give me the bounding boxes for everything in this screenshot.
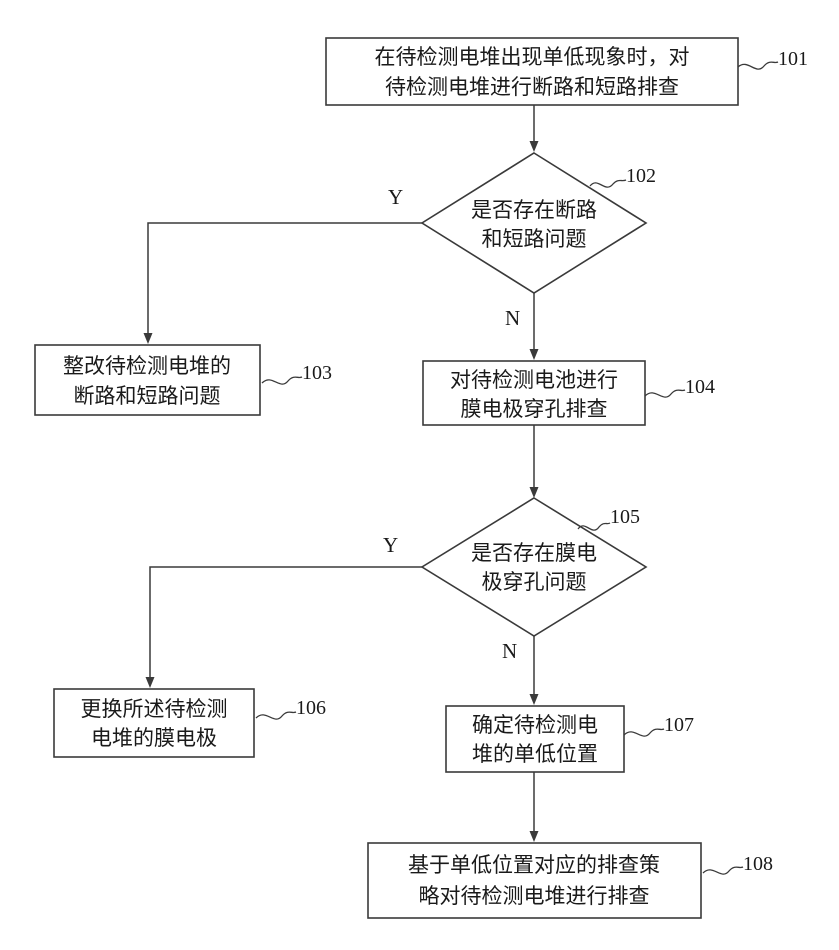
arrowhead-102 bbox=[530, 141, 539, 152]
box-107-line-2: 堆的单低位置 bbox=[472, 742, 598, 766]
leader-104 bbox=[645, 390, 685, 397]
label-102-yes: Y bbox=[388, 185, 403, 209]
box-106-line-2: 电堆的膜电极 bbox=[91, 726, 217, 750]
ref-101: 101 bbox=[778, 48, 808, 70]
decision-diamond-102 bbox=[422, 153, 646, 293]
box-104-line-1: 对待检测电池进行 bbox=[450, 368, 618, 392]
label-105-no: N bbox=[502, 639, 517, 663]
label-105-yes: Y bbox=[383, 533, 398, 557]
box-104-line-2: 膜电极穿孔排查 bbox=[461, 397, 608, 421]
leader-102 bbox=[590, 180, 626, 187]
diamond-105-line-2: 极穿孔问题 bbox=[482, 570, 587, 594]
node-labels: 在待检测电堆出现单低现象时，对 待检测电堆进行断路和短路排查 是否存在断路 和短… bbox=[63, 45, 690, 908]
ref-105: 105 bbox=[610, 506, 640, 528]
box-107-line-1: 确定待检测电 bbox=[472, 713, 598, 737]
leader-107 bbox=[624, 729, 664, 736]
arrowhead-105 bbox=[530, 487, 539, 498]
arrowhead-104 bbox=[530, 349, 539, 360]
edge-105-to-106 bbox=[150, 567, 422, 678]
box-101-line-2: 待检测电堆进行断路和短路排查 bbox=[385, 75, 679, 99]
ref-102: 102 bbox=[626, 165, 656, 187]
box-103-line-1: 整改待检测电堆的 bbox=[63, 354, 231, 378]
leader-108 bbox=[703, 867, 743, 874]
ref-104: 104 bbox=[685, 376, 715, 398]
arrowhead-103 bbox=[144, 333, 153, 344]
edge-102-to-103 bbox=[148, 223, 422, 334]
ref-106: 106 bbox=[296, 697, 326, 719]
leader-106 bbox=[256, 712, 296, 719]
diamond-102-line-2: 和短路问题 bbox=[482, 227, 587, 251]
leader-101 bbox=[738, 62, 778, 69]
arrowhead-108 bbox=[530, 831, 539, 842]
arrowhead-107 bbox=[530, 694, 539, 705]
label-102-no: N bbox=[505, 306, 520, 330]
leader-103 bbox=[262, 377, 302, 384]
box-108-line-1: 基于单低位置对应的排查策 bbox=[408, 853, 660, 877]
arrowhead-106 bbox=[146, 677, 155, 688]
diamond-105-line-1: 是否存在膜电 bbox=[471, 541, 597, 565]
box-101-line-1: 在待检测电堆出现单低现象时，对 bbox=[375, 45, 690, 69]
diamond-102-line-1: 是否存在断路 bbox=[471, 198, 597, 222]
ref-107: 107 bbox=[664, 714, 694, 736]
box-108-line-2: 略对待检测电堆进行排查 bbox=[419, 884, 650, 908]
box-103-line-2: 断路和短路问题 bbox=[74, 384, 221, 408]
ref-103: 103 bbox=[302, 362, 332, 384]
ref-108: 108 bbox=[743, 853, 773, 875]
box-106-line-1: 更换所述待检测 bbox=[81, 697, 228, 721]
